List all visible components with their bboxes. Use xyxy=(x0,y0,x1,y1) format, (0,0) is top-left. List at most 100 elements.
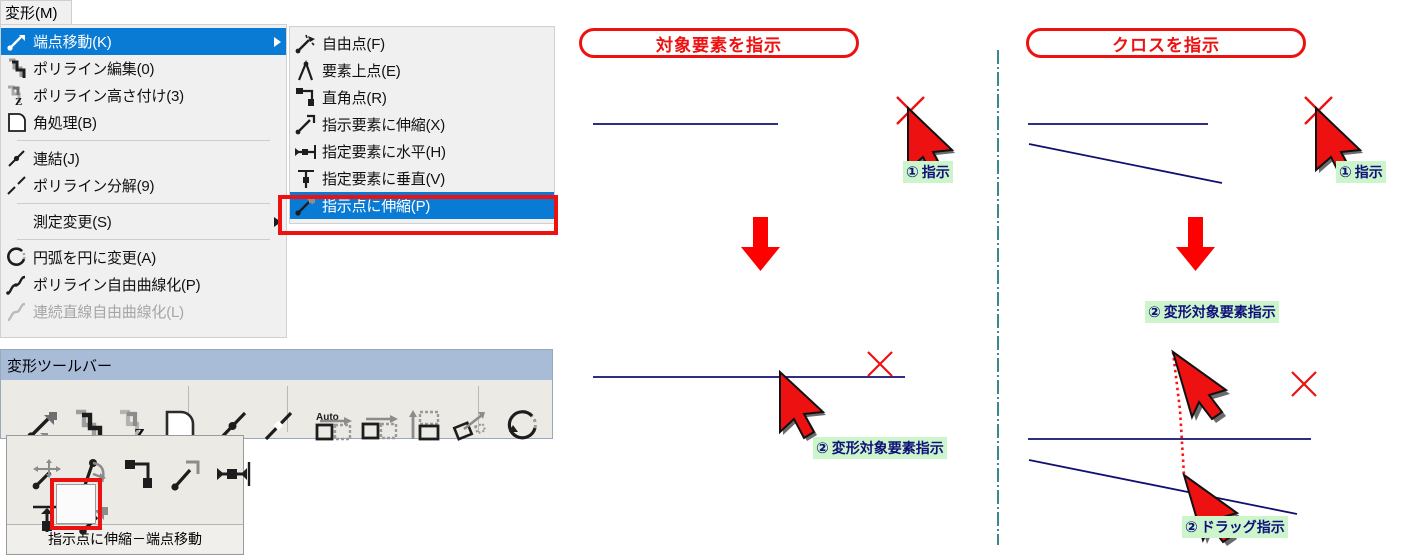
palette-button-stretch-to-element[interactable] xyxy=(145,436,200,491)
highlight-box-submenu-item xyxy=(278,195,558,235)
panel-left-flow-arrow xyxy=(741,217,780,271)
palette-button-vertical-to-element[interactable] xyxy=(7,480,61,532)
endpoint-move-icon xyxy=(1,30,33,54)
submenu-item-label: 直角点(R) xyxy=(322,90,387,107)
submenu-item-free-point[interactable]: 自由点(F) xyxy=(290,30,554,57)
transform-dropdown-menu: 端点移動(K) ポリライン編集(0) Z ポリライン高さ付け(3) xyxy=(0,24,287,338)
palette-button-horizontal-to-element[interactable] xyxy=(191,436,251,486)
menu-item-arc-to-circle[interactable]: 円弧を円に変更(A) xyxy=(1,244,286,271)
menu-item-label: ポリライン分解(9) xyxy=(33,178,155,195)
measure-change-icon xyxy=(1,210,33,234)
step-text: 指示 xyxy=(1354,164,1383,180)
submenu-item-label: 指定要素に垂直(V) xyxy=(322,171,445,188)
submenu-item-vertical-to-element[interactable]: 指定要素に垂直(V) xyxy=(290,165,554,192)
palette-button-on-element-point[interactable] xyxy=(53,436,106,489)
panel-left-top-figure xyxy=(593,96,955,180)
panel-left-caption: 対象要素を指示 xyxy=(579,28,859,58)
toolbar-button-arc-to-circle[interactable] xyxy=(482,383,537,440)
submenu-item-right-angle-point[interactable]: 直角点(R) xyxy=(290,84,554,111)
panel-right-flow-arrow xyxy=(1176,217,1215,271)
polyline-height-icon: Z xyxy=(1,84,33,108)
on-element-point-icon xyxy=(290,59,322,83)
palette-selected-cell xyxy=(56,484,96,524)
menu-item-label: 連結(J) xyxy=(33,151,80,168)
svg-text:Auto: Auto xyxy=(316,412,339,423)
svg-text:Z: Z xyxy=(134,425,145,444)
step-number: ② xyxy=(1185,519,1198,536)
panel-right-top-figure xyxy=(1028,96,1363,184)
menu-item-label: 連続直線自由曲線化(L) xyxy=(33,304,184,321)
cross-marker-icon xyxy=(1291,371,1317,397)
toolbar-button-move-box[interactable] xyxy=(337,383,398,440)
step-text: 変形対象要素指示 xyxy=(1163,304,1276,320)
polyline-edit-icon xyxy=(1,57,33,81)
menu-item-polyline-explode[interactable]: ポリライン分解(9) xyxy=(1,172,286,199)
menu-separator xyxy=(17,140,270,141)
step-text: 指示 xyxy=(921,164,950,180)
transform-toolbar: 変形ツールバー xyxy=(0,349,553,444)
menu-item-polyline-spline[interactable]: ポリライン自由曲線化(P) xyxy=(1,271,286,298)
caption-text: クロスを指示 xyxy=(1112,35,1220,55)
toolbar-divider xyxy=(287,386,288,432)
palette-button-free-point[interactable] xyxy=(7,436,61,490)
menu-item-polyline-spline-chain[interactable]: 連続直線自由曲線化(L) xyxy=(1,298,286,325)
svg-text:Z: Z xyxy=(15,96,22,108)
toolbar-button-auto-box[interactable]: Auto xyxy=(291,383,352,441)
toolbar-button-up-box[interactable] xyxy=(383,383,440,441)
element-line-diagonal xyxy=(1028,459,1298,515)
panel-right-bottom-figure xyxy=(1028,349,1317,546)
cursor-arrow-icon-upper xyxy=(1171,349,1230,423)
menu-item-label: ポリライン高さ付け(3) xyxy=(33,88,184,105)
menu-item-polyline-edit[interactable]: ポリライン編集(0) xyxy=(1,55,286,82)
submenu-item-label: 指定要素に水平(H) xyxy=(322,144,446,161)
menu-item-label: 測定変更(S) xyxy=(33,214,112,231)
toolbar-button-polyline-explode[interactable] xyxy=(238,383,293,441)
toolbar-button-join[interactable] xyxy=(192,383,247,441)
submenu-item-stretch-to-element[interactable]: 指示要素に伸縮(X) xyxy=(290,111,554,138)
step-text: ドラッグ指示 xyxy=(1200,519,1285,535)
menu-item-label: 円弧を円に変更(A) xyxy=(33,250,156,267)
toolbar-button-endpoint-move[interactable] xyxy=(1,383,57,440)
menu-item-corner-process[interactable]: 角処理(B) xyxy=(1,109,286,136)
caption-text: 対象要素を指示 xyxy=(656,35,782,55)
stretch-to-point-icon xyxy=(290,194,322,218)
menu-item-polyline-height[interactable]: Z ポリライン高さ付け(3) xyxy=(1,82,286,109)
element-line-diagonal xyxy=(1028,143,1223,184)
palette-button-right-angle-point[interactable] xyxy=(99,436,152,488)
menu-item-endpoint-move[interactable]: 端点移動(K) xyxy=(1,28,286,55)
toolbar-icon-row: Z xyxy=(1,380,552,444)
menu-tab-transform[interactable]: 変形(M) xyxy=(0,0,72,24)
vertical-to-element-icon xyxy=(290,167,322,191)
drag-path xyxy=(1171,351,1186,476)
step-text: 変形対象要素指示 xyxy=(831,440,944,456)
polyline-spline-icon xyxy=(1,273,33,297)
join-icon xyxy=(1,147,33,171)
toolbar-button-rotate-box[interactable] xyxy=(429,383,487,441)
toolbar-divider xyxy=(188,386,189,432)
panel-right-caption: クロスを指示 xyxy=(1026,28,1306,58)
toolbar-button-polyline-height[interactable]: Z xyxy=(93,383,145,444)
toolbar-button-polyline-edit[interactable] xyxy=(47,383,103,441)
menu-item-join[interactable]: 連結(J) xyxy=(1,145,286,172)
step-number: ① xyxy=(1339,164,1352,181)
polyline-spline-chain-icon xyxy=(1,300,33,324)
corner-process-icon xyxy=(1,111,33,135)
highlight-box-palette-button xyxy=(50,478,102,530)
submenu-item-horizontal-to-element[interactable]: 指定要素に水平(H) xyxy=(290,138,554,165)
stretch-to-element-icon xyxy=(290,113,322,137)
menu-item-label: 端点移動(K) xyxy=(33,34,112,51)
cursor-arrow-icon xyxy=(779,369,826,441)
right-angle-point-icon xyxy=(290,86,322,110)
panel-left-bottom-figure xyxy=(593,351,905,441)
menu-item-measure-change[interactable]: 測定変更(S) xyxy=(1,208,286,235)
menu-item-label: ポリライン自由曲線化(P) xyxy=(33,277,201,294)
submenu-item-on-element-point[interactable]: 要素上点(E) xyxy=(290,57,554,84)
palette-status-label: 指示点に伸縮－端点移動 xyxy=(48,531,202,547)
menu-item-label: ポリライン編集(0) xyxy=(33,61,155,78)
panel-divider xyxy=(997,50,999,545)
menu-tab-label: 変形(M) xyxy=(5,5,58,22)
